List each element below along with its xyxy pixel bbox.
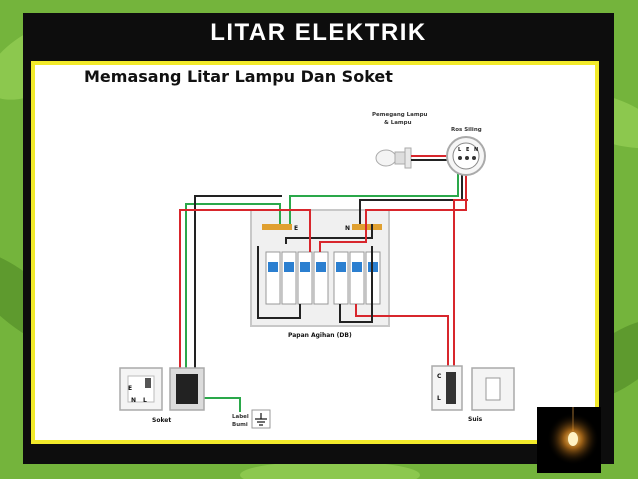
earth-busbar <box>262 224 292 230</box>
socket-terminal-n: N <box>131 397 136 404</box>
slide-title: LITAR ELEKTRIK <box>210 19 427 46</box>
db-label: Papan Agihan (DB) <box>288 332 352 339</box>
neutral-busbar-label: N <box>345 225 350 232</box>
switch-label: Suis <box>468 416 483 423</box>
rose-terminal-n: N <box>474 147 478 153</box>
wires <box>179 170 468 412</box>
rose-terminal-e: E <box>466 147 470 153</box>
ceiling-rose-label: Ros Siling <box>451 127 482 133</box>
distribution-board: E N Papan Agihan (DB) <box>250 209 390 339</box>
breaker-row <box>265 251 381 305</box>
earth-busbar-label: E <box>294 225 298 232</box>
earth-symbol-icon <box>251 409 271 429</box>
switch-terminal-c: C <box>437 373 442 380</box>
earth-label-line1: Label <box>232 414 249 420</box>
socket-label: Soket <box>152 417 171 424</box>
light-bulb-icon <box>375 147 412 169</box>
rose-terminal-l: L <box>458 147 462 153</box>
socket-outlet: E N L Soket <box>119 367 205 424</box>
slide-subtitle: Memasang Litar Lampu Dan Soket <box>84 67 393 86</box>
socket-terminal-l: L <box>143 397 147 404</box>
earth-label-group: Label Bumi <box>232 409 271 429</box>
lamp-holder-label-line2: & Lampu <box>384 120 412 126</box>
earth-label-line2: Bumi <box>232 422 248 428</box>
lamp-assembly: Pemegang Lampu & Lampu Ros Siling L E N <box>372 112 486 176</box>
socket-terminal-e: E <box>128 385 132 392</box>
lamp-holder-label-line1: Pemegang Lampu <box>372 112 428 118</box>
hanging-bulb-photo <box>537 407 601 473</box>
light-switch: C L Suis <box>431 365 515 423</box>
switch-terminal-l: L <box>437 395 441 402</box>
